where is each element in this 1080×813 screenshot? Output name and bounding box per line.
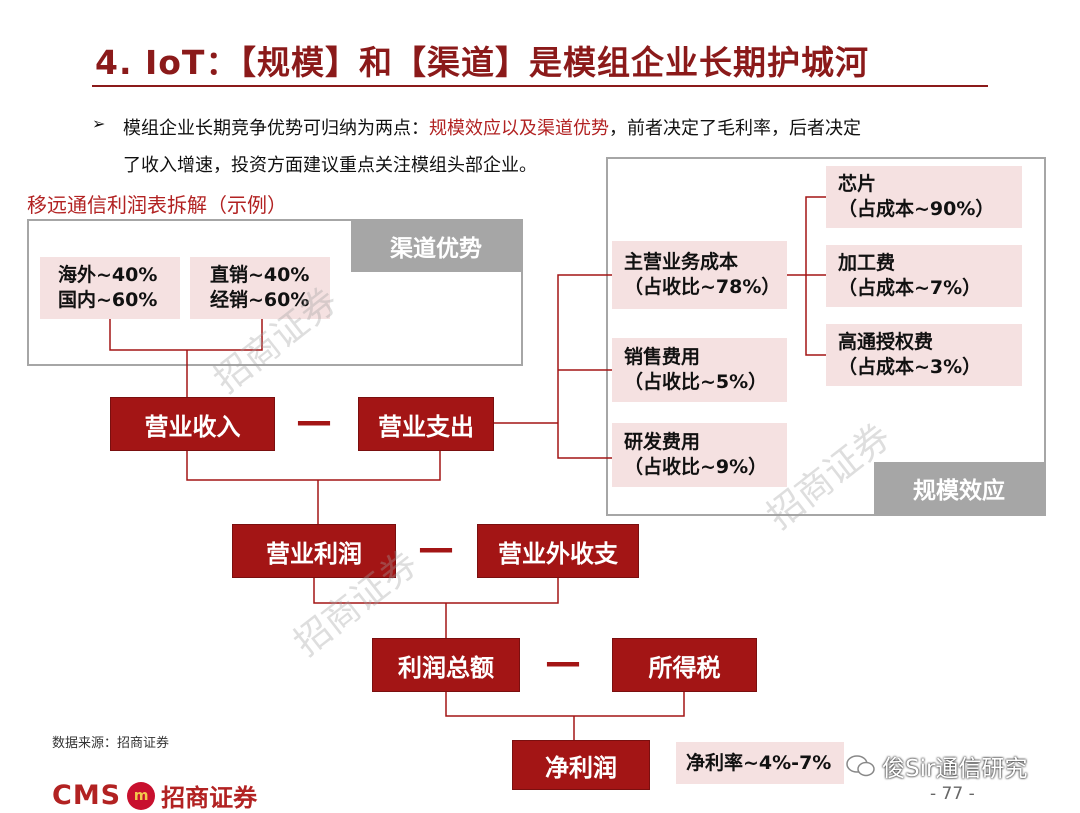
bullet-line-2: 了收入增速，投资方面建议重点关注模组头部企业。 (123, 155, 537, 176)
page-number: - 77 - (930, 784, 975, 804)
income-tax-box: 所得税 (612, 638, 757, 692)
channel-advantage-label: 渠道优势 (351, 219, 521, 272)
sales-expense-box: 销售费用（占收比~5%） (612, 338, 787, 402)
bullet-highlight: 规模效应以及渠道优势 (429, 118, 609, 139)
bullet-arrow-icon: ➢ (92, 114, 106, 133)
minus-sign-3: — (545, 642, 581, 683)
logo-badge-icon: m (127, 781, 156, 810)
wechat-icon (846, 755, 875, 777)
data-source: 数据来源：招商证券 (52, 736, 170, 751)
processing-fee-box: 加工费（占成本~7%） (826, 245, 1022, 307)
diagram-caption: 移远通信利润表拆解（示例） (27, 193, 287, 217)
operating-revenue-box: 营业收入 (110, 397, 275, 451)
scale-effect-label: 规模效应 (874, 462, 1044, 514)
minus-sign-1: — (296, 401, 332, 442)
qualcomm-license-box: 高通授权费（占成本~3%） (826, 324, 1022, 386)
sales-channel-box: 直销~40%经销~60% (190, 257, 330, 319)
total-profit-box: 利润总额 (372, 638, 520, 692)
operating-expense-box: 营业支出 (358, 397, 494, 451)
rd-expense-box: 研发费用（占收比~9%） (612, 423, 787, 487)
non-operating-box: 营业外收支 (477, 524, 639, 578)
operating-profit-box: 营业利润 (232, 524, 396, 578)
region-split-box: 海外~40%国内~60% (40, 257, 180, 319)
chip-cost-box: 芯片（占成本~90%） (826, 166, 1022, 228)
net-profit-box: 净利润 (512, 740, 650, 790)
bullet-line-1: 模组企业长期竞争优势可归纳为两点：规模效应以及渠道优势，前者决定了毛利率，后者决… (123, 118, 861, 139)
net-margin-box: 净利率~4%-7% (676, 742, 844, 784)
cms-logo: CMS m 招商证券 (52, 780, 258, 812)
main-cost-box: 主营业务成本（占收比~78%） (612, 241, 787, 309)
minus-sign-2: — (418, 528, 454, 569)
wechat-watermark: 俊Sir通信研究 (846, 749, 1027, 783)
title-divider (92, 85, 988, 87)
page-title: 4. IoT：【规模】和【渠道】是模组企业长期护城河 (95, 43, 869, 82)
